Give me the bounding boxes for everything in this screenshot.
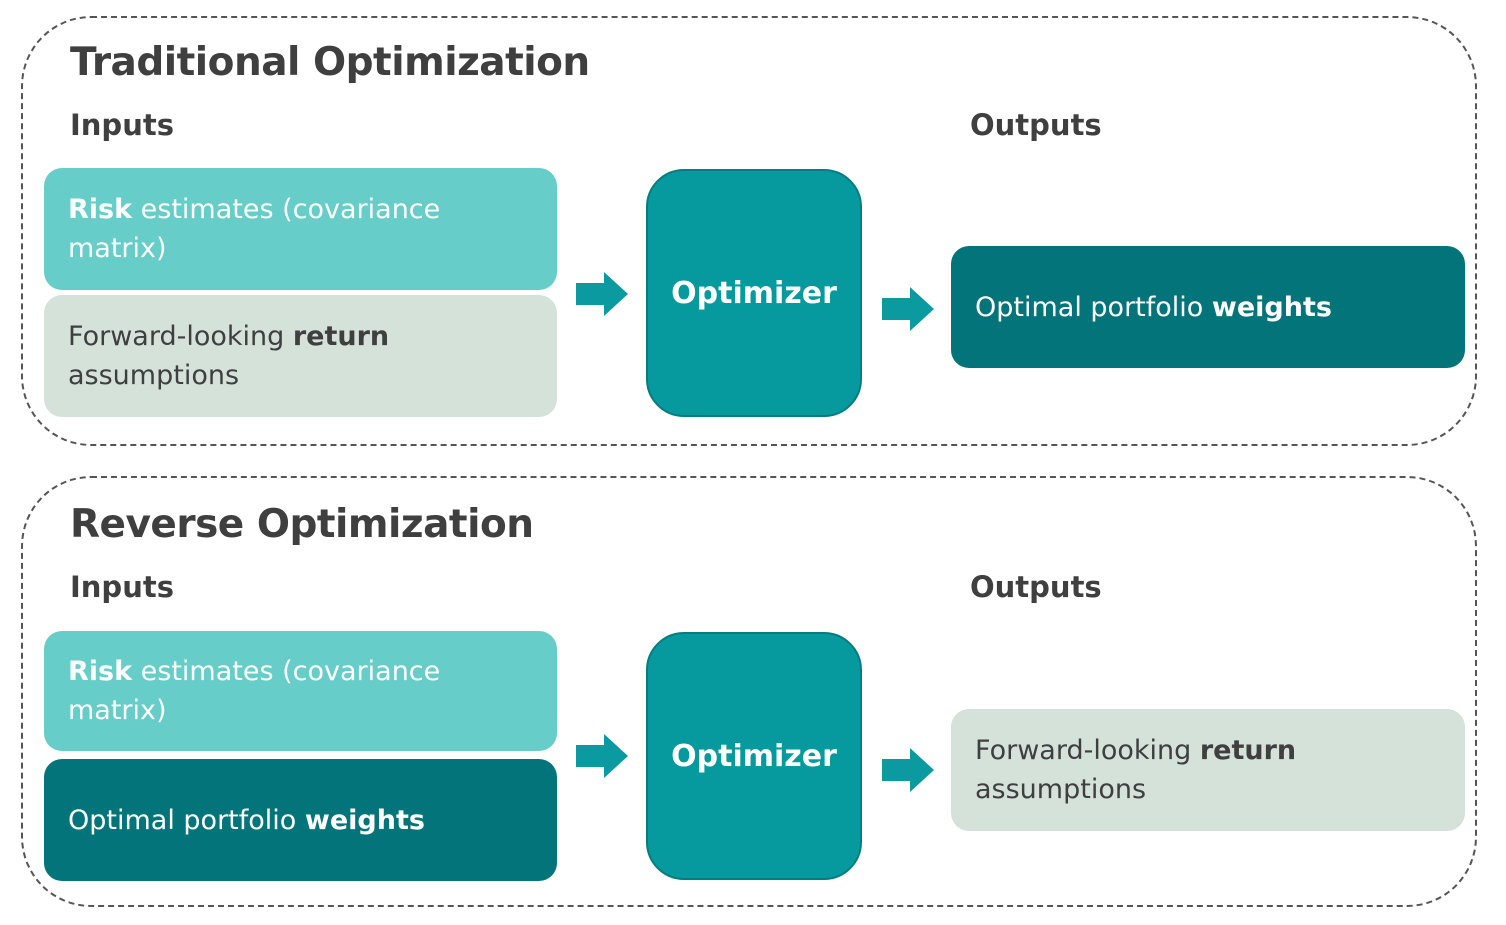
input-return-assumptions-text: Forward-looking return assumptions <box>68 321 390 391</box>
inputs-label: Inputs <box>70 570 174 604</box>
section-title-reverse: Reverse Optimization <box>70 502 534 547</box>
optimizer-box: Optimizer <box>646 169 862 417</box>
traditional-optimization-panel <box>21 16 1477 446</box>
optimizer-box: Optimizer <box>646 632 862 880</box>
input-risk-estimates-text: Risk estimates (covariance matrix) <box>68 194 441 264</box>
input-risk-estimates: Risk estimates (covariance matrix) <box>44 631 557 751</box>
reverse-optimization-panel <box>21 476 1477 907</box>
arrow-right-icon <box>576 734 628 778</box>
arrow-right-icon <box>882 748 934 792</box>
output-return-assumptions-text: Forward-looking return assumptions <box>975 735 1297 805</box>
section-title-traditional: Traditional Optimization <box>70 40 590 85</box>
outputs-label: Outputs <box>970 570 1102 604</box>
input-risk-estimates: Risk estimates (covariance matrix) <box>44 168 557 290</box>
input-portfolio-weights-text: Optimal portfolio weights <box>68 804 425 836</box>
inputs-label: Inputs <box>70 108 174 142</box>
arrow-right-icon <box>576 272 628 316</box>
outputs-label: Outputs <box>970 108 1102 142</box>
input-return-assumptions: Forward-looking return assumptions <box>44 295 557 417</box>
arrow-right-icon <box>882 287 934 331</box>
input-risk-estimates-text: Risk estimates (covariance matrix) <box>68 656 441 726</box>
output-portfolio-weights-text: Optimal portfolio weights <box>975 291 1332 323</box>
output-portfolio-weights: Optimal portfolio weights <box>951 246 1465 368</box>
output-return-assumptions: Forward-looking return assumptions <box>951 709 1465 831</box>
input-portfolio-weights: Optimal portfolio weights <box>44 759 557 881</box>
